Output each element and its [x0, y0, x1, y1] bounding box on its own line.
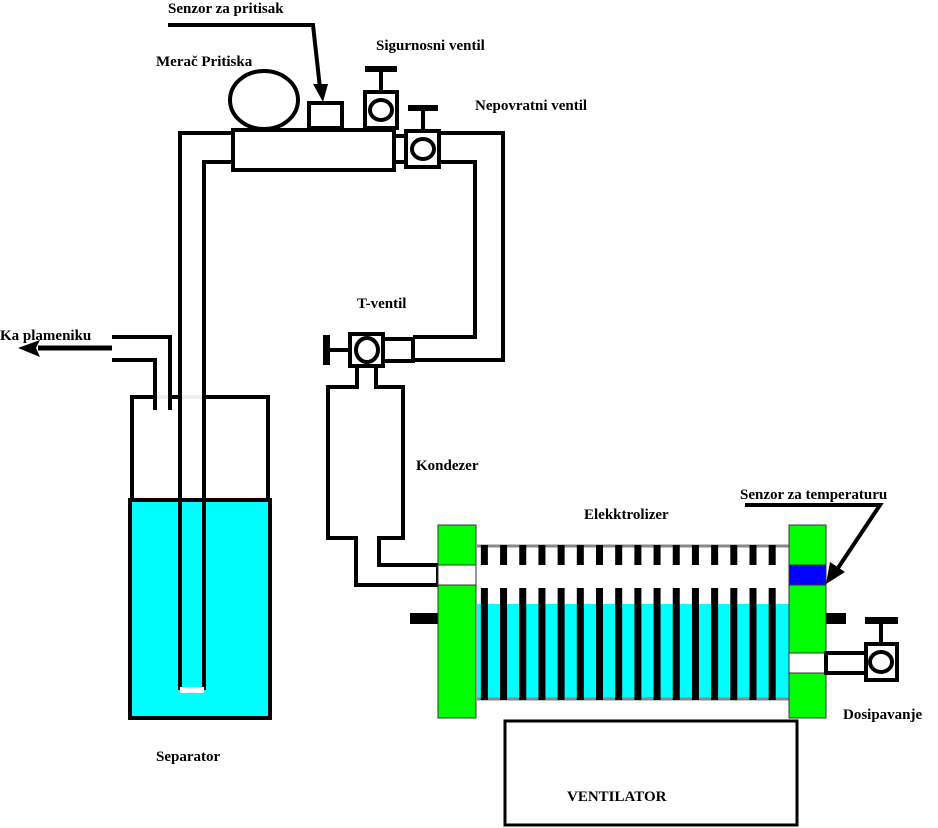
check-valve — [392, 105, 441, 169]
arrow-left-icon — [18, 340, 40, 357]
valve-handle-icon — [323, 335, 330, 365]
electrode-plate-upper — [749, 545, 757, 565]
electrode-plate-lower — [576, 588, 584, 700]
return-pipe-outer — [413, 131, 505, 362]
electrode-plate-upper — [480, 545, 488, 565]
electrode-plate-lower — [749, 588, 757, 700]
t-valve — [323, 332, 415, 368]
electrode-plate-upper — [576, 545, 584, 565]
electrode-plate-lower — [538, 588, 546, 700]
left-bolt — [410, 613, 440, 624]
label-pressure-gauge: Merač Pritiska — [156, 54, 253, 70]
separator-tank — [130, 395, 270, 500]
electrode-plate-lower — [500, 588, 508, 700]
electrode-plate-lower — [768, 588, 776, 700]
electrode-plate-upper — [653, 545, 661, 565]
electrolyzer — [410, 524, 846, 719]
label-check-valve: Nepovratni ventil — [475, 98, 587, 114]
electrode-plate-upper — [557, 545, 565, 565]
label-electrolyzer: Elekktrolizer — [584, 507, 669, 523]
separator-water — [128, 498, 272, 720]
burner-pipe-inner — [112, 358, 157, 410]
gas-pipe-outer — [178, 131, 235, 690]
safety-valve — [363, 66, 399, 130]
electrode-plate-lower — [557, 588, 565, 700]
label-temperature-sensor: Senzor za temperaturu — [740, 487, 887, 503]
pipe-opening — [180, 687, 204, 693]
electrode-plate-lower — [672, 588, 680, 700]
manifold — [231, 128, 396, 172]
condenser — [326, 364, 440, 587]
electrode-plate-upper — [730, 545, 738, 565]
refill-valve — [824, 617, 899, 682]
electrode-plate-lower — [615, 588, 623, 700]
label-t-valve: T-ventil — [357, 296, 406, 312]
electrode-plate-upper — [519, 545, 527, 565]
electrode-plate-lower — [634, 588, 642, 700]
return-pipe-inner — [413, 160, 477, 339]
electrode-plate-upper — [538, 545, 546, 565]
refill-port — [788, 652, 827, 674]
label-condenser: Kondezer — [416, 458, 479, 474]
label-refill: Dosipavanje — [843, 707, 923, 723]
electrode-plate-lower — [480, 588, 488, 700]
burner-pipe-outer — [112, 335, 172, 410]
electrode-plate-upper — [500, 545, 508, 565]
right-bolt — [824, 613, 846, 624]
electrode-plate-upper — [691, 545, 699, 565]
electrode-plate-upper — [596, 545, 604, 565]
label-separator: Separator — [156, 749, 220, 765]
valve-handle-icon — [408, 105, 438, 111]
pressure-sensor — [307, 101, 344, 130]
pressure-sensor-pointer — [168, 23, 322, 89]
electrode-plate-upper — [615, 545, 623, 565]
valve-handle-icon — [865, 617, 898, 624]
electrode-plate-lower — [519, 588, 527, 700]
electrode-plate-lower — [596, 588, 604, 700]
left-end-plate — [437, 524, 477, 719]
temperature-sensor-pointer — [745, 503, 884, 570]
electrode-plate-lower — [730, 588, 738, 700]
electrode-plate-upper — [634, 545, 642, 565]
valve-handle-icon — [365, 66, 397, 72]
separator — [128, 395, 272, 720]
gas-outlet-port — [437, 564, 477, 586]
pressure-gauge — [228, 69, 300, 131]
label-safety-valve: Sigurnosni ventil — [376, 38, 485, 54]
fan-box — [503, 719, 799, 827]
electrode-plate-lower — [691, 588, 699, 700]
label-fan: VENTILATOR — [567, 789, 667, 805]
electrode-plate-upper — [711, 545, 719, 565]
label-pressure-sensor: Senzor za pritisak — [168, 1, 284, 17]
gas-pipe-inner — [202, 160, 235, 690]
temperature-sensor — [788, 564, 827, 586]
right-end-plate — [788, 524, 827, 719]
label-to-burner: Ka plameniku — [0, 328, 91, 344]
electrode-plate-lower — [711, 588, 719, 700]
electrode-plate-upper — [672, 545, 680, 565]
electrode-plate-lower — [653, 588, 661, 700]
electrode-plate-upper — [768, 545, 776, 565]
